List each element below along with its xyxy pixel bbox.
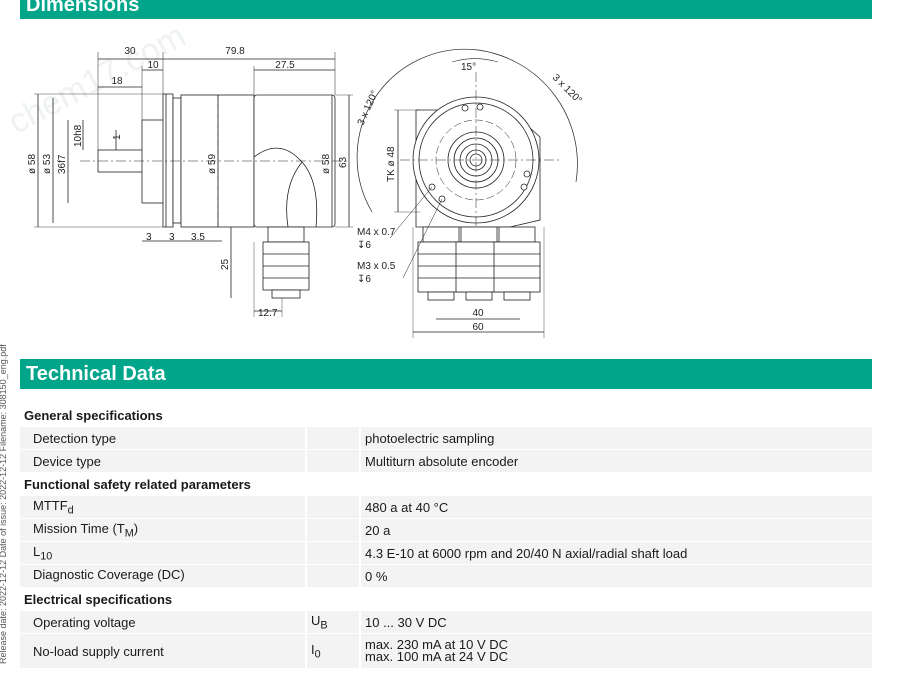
section-title: General specifications [20,403,872,427]
thread-m4-depth: ↧6 [357,240,371,251]
table-row: Mission Time (TM) 20 a [20,518,872,542]
param-label: No-load supply current [20,633,306,668]
section-general: General specifications [20,403,872,427]
param-label: Mission Time (TM) [20,518,306,542]
thread-m4: M4 x 0.7 [357,227,396,238]
side-view: 30 79.8 10 27.5 18 10h8 1 ø 58 ø 53 36f7… [27,46,353,319]
dim-59: ø 59 [207,154,218,174]
param-label: Device type [20,449,306,473]
param-label: Detection type [20,426,306,450]
param-value: Multiturn absolute encoder [360,449,872,473]
thread-m3-depth: ↧6 [357,274,371,285]
angle-120-left: 3 x 120° [356,89,381,127]
table-row: No-load supply current I0 max. 230 mA at… [20,633,872,668]
table-row: L10 4.3 E-10 at 6000 rpm and 20/40 N axi… [20,541,872,565]
thread-m3: M3 x 0.5 [357,261,396,272]
param-symbol: UB [305,610,361,634]
tk-48: TK ø 48 [386,146,397,182]
param-value: photoelectric sampling [360,426,872,450]
table-row: Device type Multiturn absolute encoder [20,449,872,473]
dim-40: 40 [472,308,484,319]
param-symbol [305,449,361,473]
param-symbol: I0 [305,633,361,668]
front-view: TK ø 48 15° 3 x 120° 3 x 120° M4 x 0.7 ↧… [356,48,584,338]
angle-120-right: 3 x 120° [550,72,584,106]
dim-36f7: 36f7 [57,154,68,174]
section-electrical: Electrical specifications [20,587,872,611]
param-label: Diagnostic Coverage (DC) [20,564,306,588]
dimensions-title: Dimensions [26,0,140,16]
table-row: Diagnostic Coverage (DC) 0 % [20,564,872,588]
dim-10h8: 10h8 [73,124,84,147]
param-value: 20 a [360,518,872,542]
table-row: Detection type photoelectric sampling [20,426,872,450]
dim-58-right: ø 58 [321,154,332,174]
dim-60: 60 [472,322,484,333]
dim-63: 63 [338,156,349,168]
dim-3-5: 3.5 [191,232,205,243]
param-symbol [305,495,361,519]
param-symbol [305,541,361,565]
dim-53: ø 53 [42,154,53,174]
param-label: L10 [20,541,306,565]
dim-79-8: 79.8 [225,46,245,57]
dim-18: 18 [111,76,123,87]
param-symbol [305,518,361,542]
dimension-drawing: 30 79.8 10 27.5 18 10h8 1 ø 58 ø 53 36f7… [27,46,584,338]
dim-12-7: 12.7 [258,308,278,319]
dim-30: 30 [124,46,136,57]
dim-3-a: 3 [146,232,152,243]
param-value: 480 a at 40 °C [360,495,872,519]
param-symbol [305,426,361,450]
angle-15: 15° [461,62,476,73]
section-title: Electrical specifications [20,587,872,611]
dim-3-b: 3 [169,232,175,243]
section-safety: Functional safety related parameters [20,472,872,496]
param-value: 0 % [360,564,872,588]
technical-data-table: General specifications Detection type ph… [20,403,872,668]
param-label: MTTFd [20,495,306,519]
technical-data-title: Technical Data [26,363,166,385]
table-row: Operating voltage UB 10 ... 30 V DC [20,610,872,634]
dim-1: 1 [112,134,123,140]
param-value: 10 ... 30 V DC [360,610,872,634]
dim-58-left: ø 58 [27,154,38,174]
table-row: MTTFd 480 a at 40 °C [20,495,872,519]
param-value: 4.3 E-10 at 6000 rpm and 20/40 N axial/r… [360,541,872,565]
technical-data-banner: Technical Data [20,359,872,389]
release-note: Release date: 2022-12-12 Date of issue: … [0,344,8,664]
param-label: Operating voltage [20,610,306,634]
dimensions-banner: Dimensions [20,0,872,19]
dim-27-5: 27.5 [275,60,295,71]
section-title: Functional safety related parameters [20,472,872,496]
dim-10: 10 [147,60,159,71]
dim-25: 25 [220,258,231,270]
param-symbol [305,564,361,588]
